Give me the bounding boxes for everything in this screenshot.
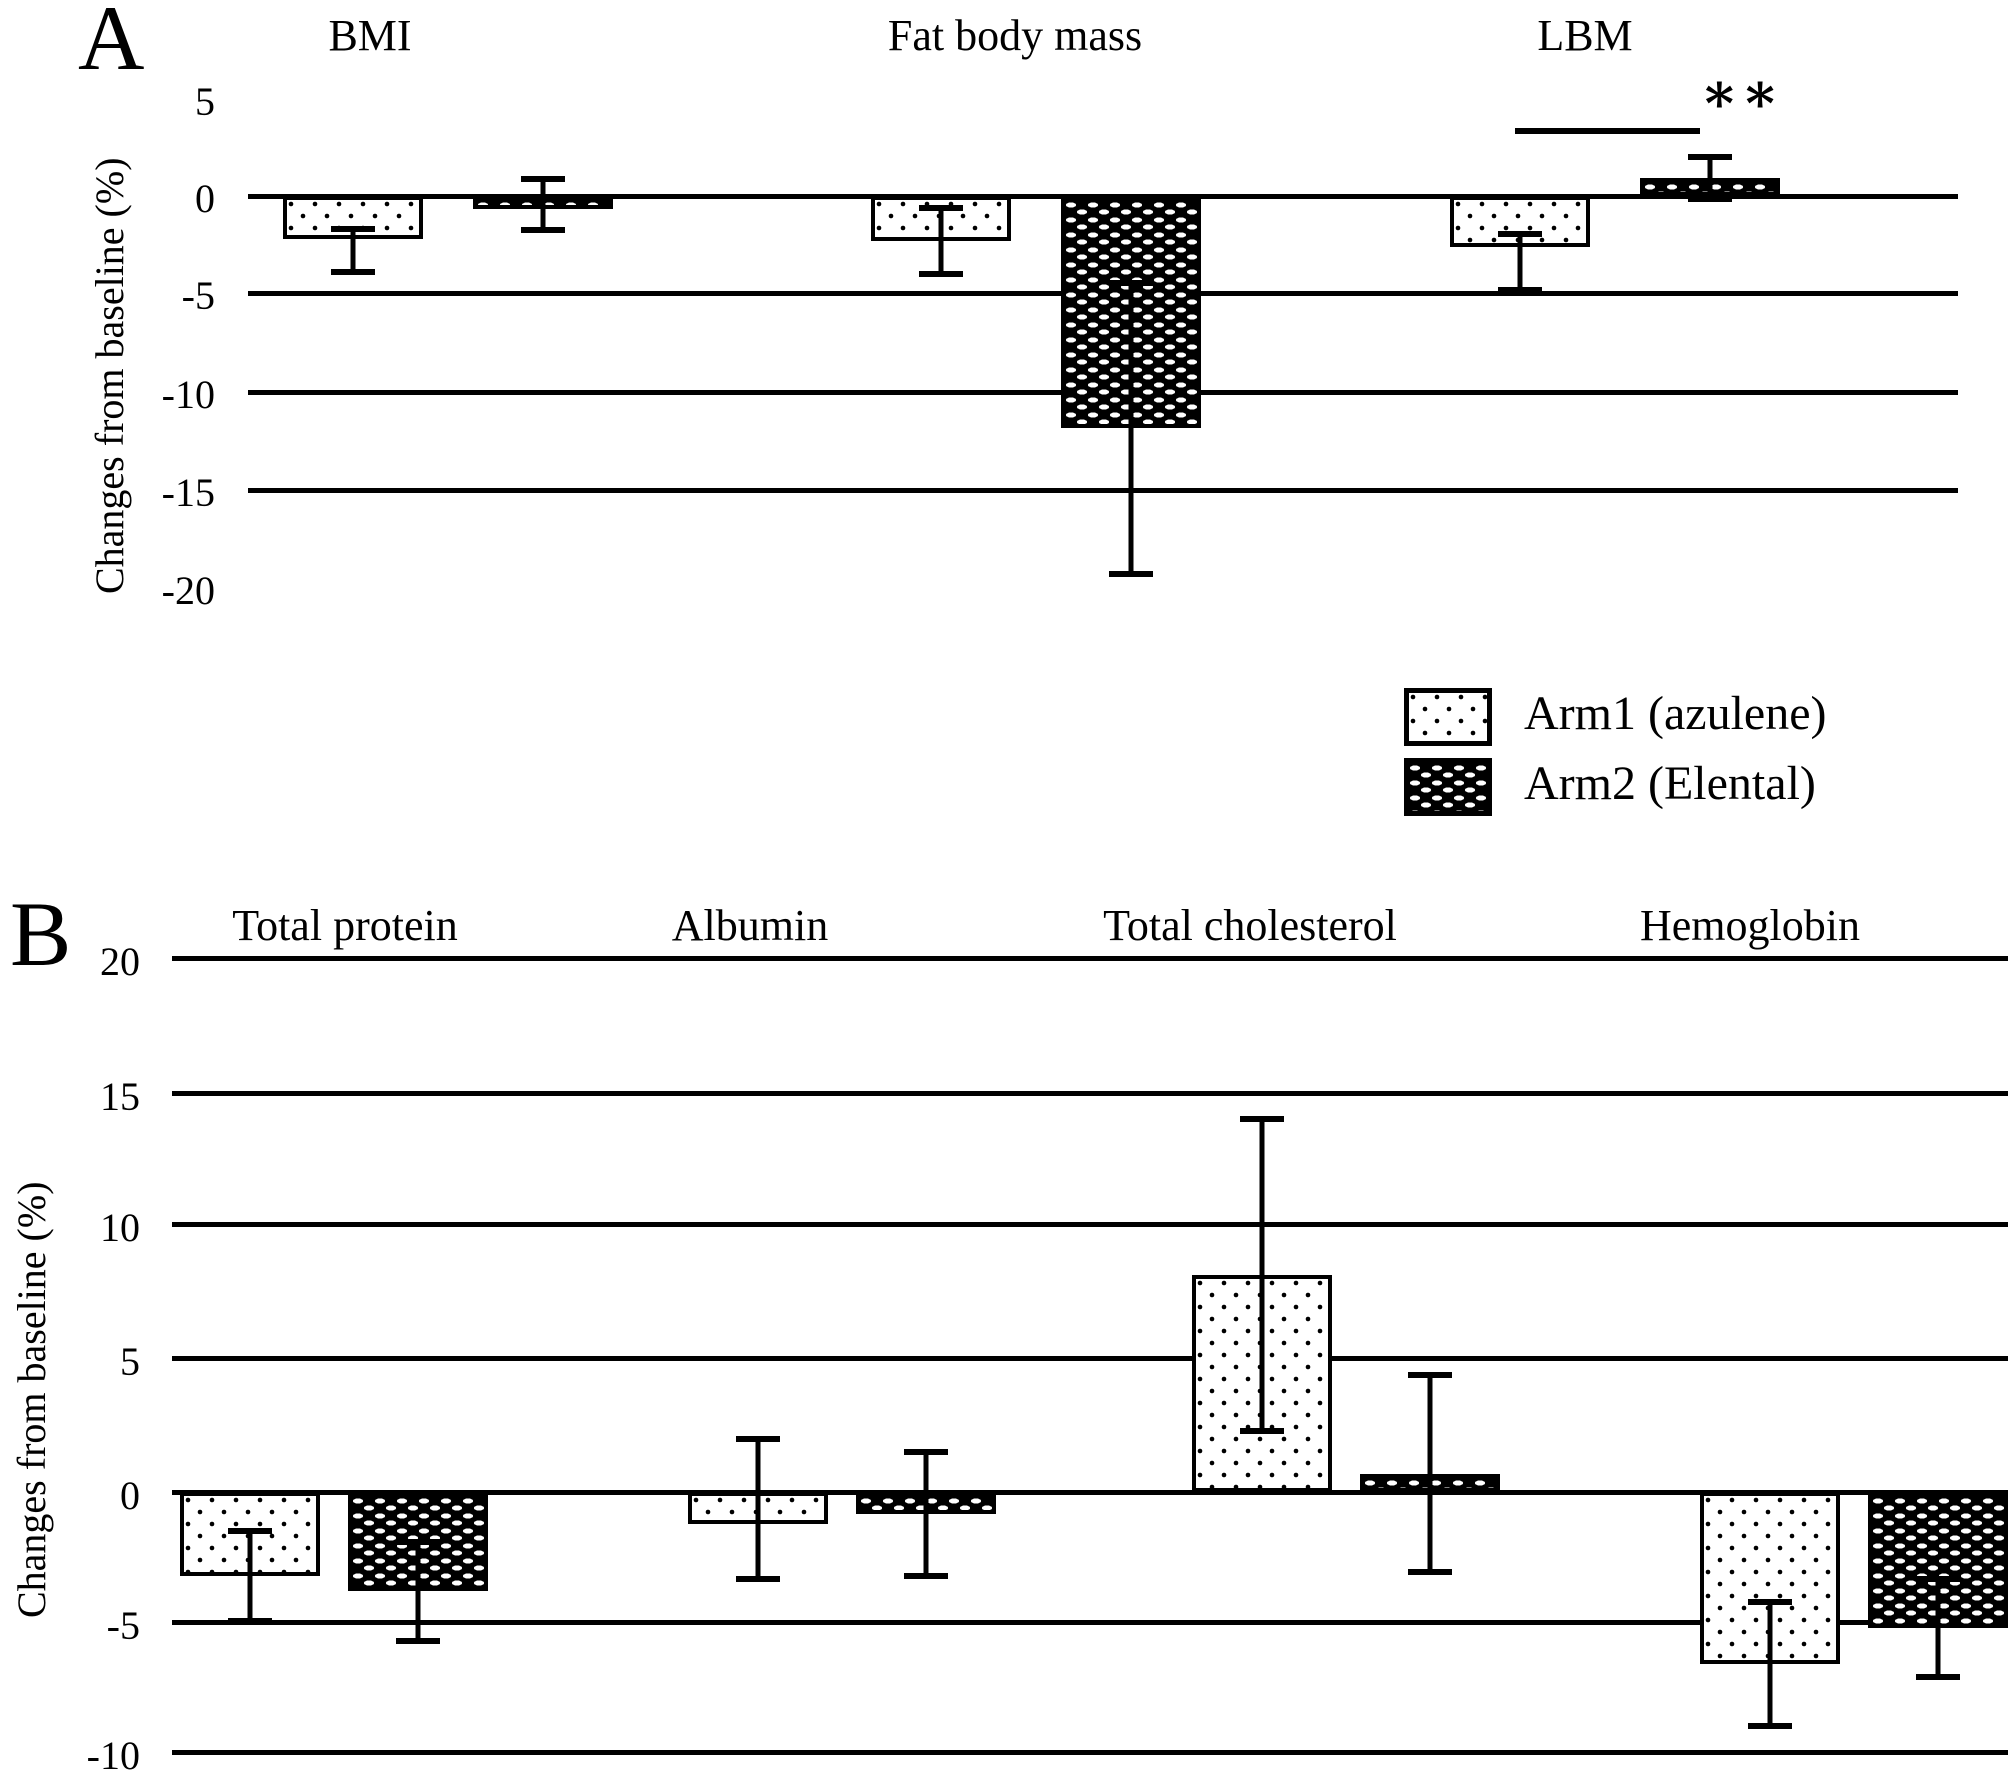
errorbar-cap-top	[1748, 1599, 1792, 1605]
errorbar-cap-top	[736, 1436, 780, 1442]
errorbar-stem	[415, 1539, 421, 1644]
panel-b-errorbar-hemoglobin-arm1	[1748, 1599, 1792, 1729]
panel-b-group-label-albumin: Albumin	[671, 901, 829, 950]
panel-b-ytick-10: 10	[100, 1205, 140, 1250]
panel-b-gridline-m10	[172, 1750, 2008, 1755]
errorbar-cap-top	[1688, 154, 1732, 160]
panel-b-gridline-5	[172, 1356, 2008, 1361]
errorbar-cap-bottom	[228, 1618, 272, 1624]
panel-a-gridline-m15	[248, 488, 1958, 493]
panel-a-errorbar-bmi-arm1	[331, 226, 375, 275]
panel-b-ytick-15: 15	[100, 1074, 140, 1119]
panel-b-zero-line	[172, 1490, 2008, 1495]
errorbar-cap-bottom	[331, 269, 375, 275]
panel-a-bar-lbm-arm1[interactable]	[1450, 196, 1590, 247]
errorbar-cap-bottom	[1498, 287, 1542, 293]
errorbar-cap-bottom	[904, 1573, 948, 1579]
legend-label-arm2: Arm2 (Elental)	[1524, 757, 1816, 810]
errorbar-cap-top	[1498, 231, 1542, 237]
errorbar-cap-top	[521, 176, 565, 182]
errorbar-cap-top	[904, 1449, 948, 1455]
errorbar-cap-top	[1916, 1576, 1960, 1582]
errorbar-stem	[1707, 154, 1713, 202]
panel-a-group-label-fat-body-mass: Fat body mass	[887, 11, 1143, 60]
panel-a-errorbar-bmi-arm2	[521, 176, 565, 233]
legend-label-arm1: Arm1 (azulene)	[1524, 687, 1827, 740]
panel-a-ytick-5: 5	[195, 79, 215, 124]
panel-b-errorbar-total-cholesterol-arm1	[1240, 1116, 1284, 1434]
panel-a-bar-fat-body-mass-arm2[interactable]	[1061, 196, 1201, 428]
errorbar-cap-bottom	[1408, 1569, 1452, 1575]
panel-a-ytick-m5: -5	[181, 273, 215, 318]
panel-b-letter: B	[10, 883, 72, 985]
panel-a-group-label-lbm: LBM	[1537, 11, 1633, 60]
panel-a-significance-stars: ∗∗	[1700, 63, 1782, 125]
panel-a-ytick-m20: -20	[161, 568, 215, 613]
errorbar-cap-bottom	[521, 227, 565, 233]
errorbar-cap-top	[331, 226, 375, 232]
errorbar-cap-bottom	[1916, 1674, 1960, 1680]
panel-b-errorbar-hemoglobin-arm2	[1916, 1576, 1960, 1680]
panel-a-ytick-0: 0	[195, 176, 215, 221]
panel-b-gridline-10	[172, 1222, 2008, 1227]
panel-b-group-label-hemoglobin: Hemoglobin	[1640, 901, 1860, 950]
legend-swatch-arm2	[1404, 758, 1492, 816]
errorbar-stem	[350, 226, 356, 275]
panel-b-ytick-0: 0	[120, 1473, 140, 1518]
panel-a-letter: A	[78, 0, 145, 89]
errorbar-cap-bottom	[1688, 196, 1732, 202]
panel-a-ytick-m10: -10	[161, 372, 215, 417]
panel-a-errorbar-fat-body-mass-arm2	[1109, 280, 1153, 577]
errorbar-cap-top	[396, 1539, 440, 1545]
errorbar-cap-top	[919, 205, 963, 211]
panel-b-ytick-m5: -5	[106, 1603, 140, 1648]
errorbar-cap-bottom	[1109, 571, 1153, 577]
panel-a: A Changes from baseline (%) BMI Fat body…	[0, 0, 2008, 816]
panel-b-errorbar-total-protein-arm1	[228, 1528, 272, 1624]
errorbar-stem	[755, 1436, 761, 1582]
errorbar-stem	[247, 1528, 253, 1624]
errorbar-cap-bottom	[1748, 1723, 1792, 1729]
panel-a-errorbar-lbm-arm2	[1688, 154, 1732, 202]
errorbar-stem	[938, 205, 944, 277]
legend-swatch-arm1	[1404, 688, 1492, 746]
errorbar-stem	[1935, 1576, 1941, 1680]
panel-b-errorbar-albumin-arm2	[904, 1449, 948, 1579]
errorbar-cap-bottom	[1240, 1428, 1284, 1434]
panel-a-errorbar-lbm-arm1	[1498, 231, 1542, 293]
panel-b-gridline-15	[172, 1091, 2008, 1096]
panel-b-errorbar-total-cholesterol-arm2	[1408, 1372, 1452, 1575]
errorbar-cap-bottom	[919, 271, 963, 277]
errorbar-cap-top	[1109, 280, 1153, 286]
panel-a-group-label-bmi: BMI	[328, 11, 412, 60]
panel-b-group-label-total-cholesterol: Total cholesterol	[1103, 901, 1397, 950]
errorbar-stem	[1128, 280, 1134, 577]
errorbar-stem	[1259, 1116, 1265, 1434]
panel-b-gridline-m5	[172, 1620, 2008, 1625]
panel-b-ytick-5: 5	[120, 1339, 140, 1384]
panel-b-gridline-20	[172, 956, 2008, 961]
errorbar-cap-top	[1240, 1116, 1284, 1122]
panel-b-ytick-20: 20	[100, 939, 140, 984]
errorbar-cap-bottom	[736, 1576, 780, 1582]
panel-b-errorbar-total-protein-arm2	[396, 1539, 440, 1644]
errorbar-cap-top	[1408, 1372, 1452, 1378]
errorbar-cap-top	[228, 1528, 272, 1534]
panel-a-ytick-m15: -15	[161, 470, 215, 515]
errorbar-cap-bottom	[396, 1638, 440, 1644]
panel-a-errorbar-fat-body-mass-arm1	[919, 205, 963, 277]
errorbar-stem	[1767, 1599, 1773, 1729]
errorbar-stem	[540, 176, 546, 233]
errorbar-stem	[1517, 231, 1523, 293]
panel-b-errorbar-albumin-arm1	[736, 1436, 780, 1582]
errorbar-stem	[1427, 1372, 1433, 1575]
errorbar-stem	[923, 1449, 929, 1579]
panel-a-significance-bracket	[1515, 128, 1700, 134]
panel-b-group-label-total-protein: Total protein	[232, 901, 458, 950]
panel-b-ytick-m10: -10	[86, 1733, 140, 1778]
